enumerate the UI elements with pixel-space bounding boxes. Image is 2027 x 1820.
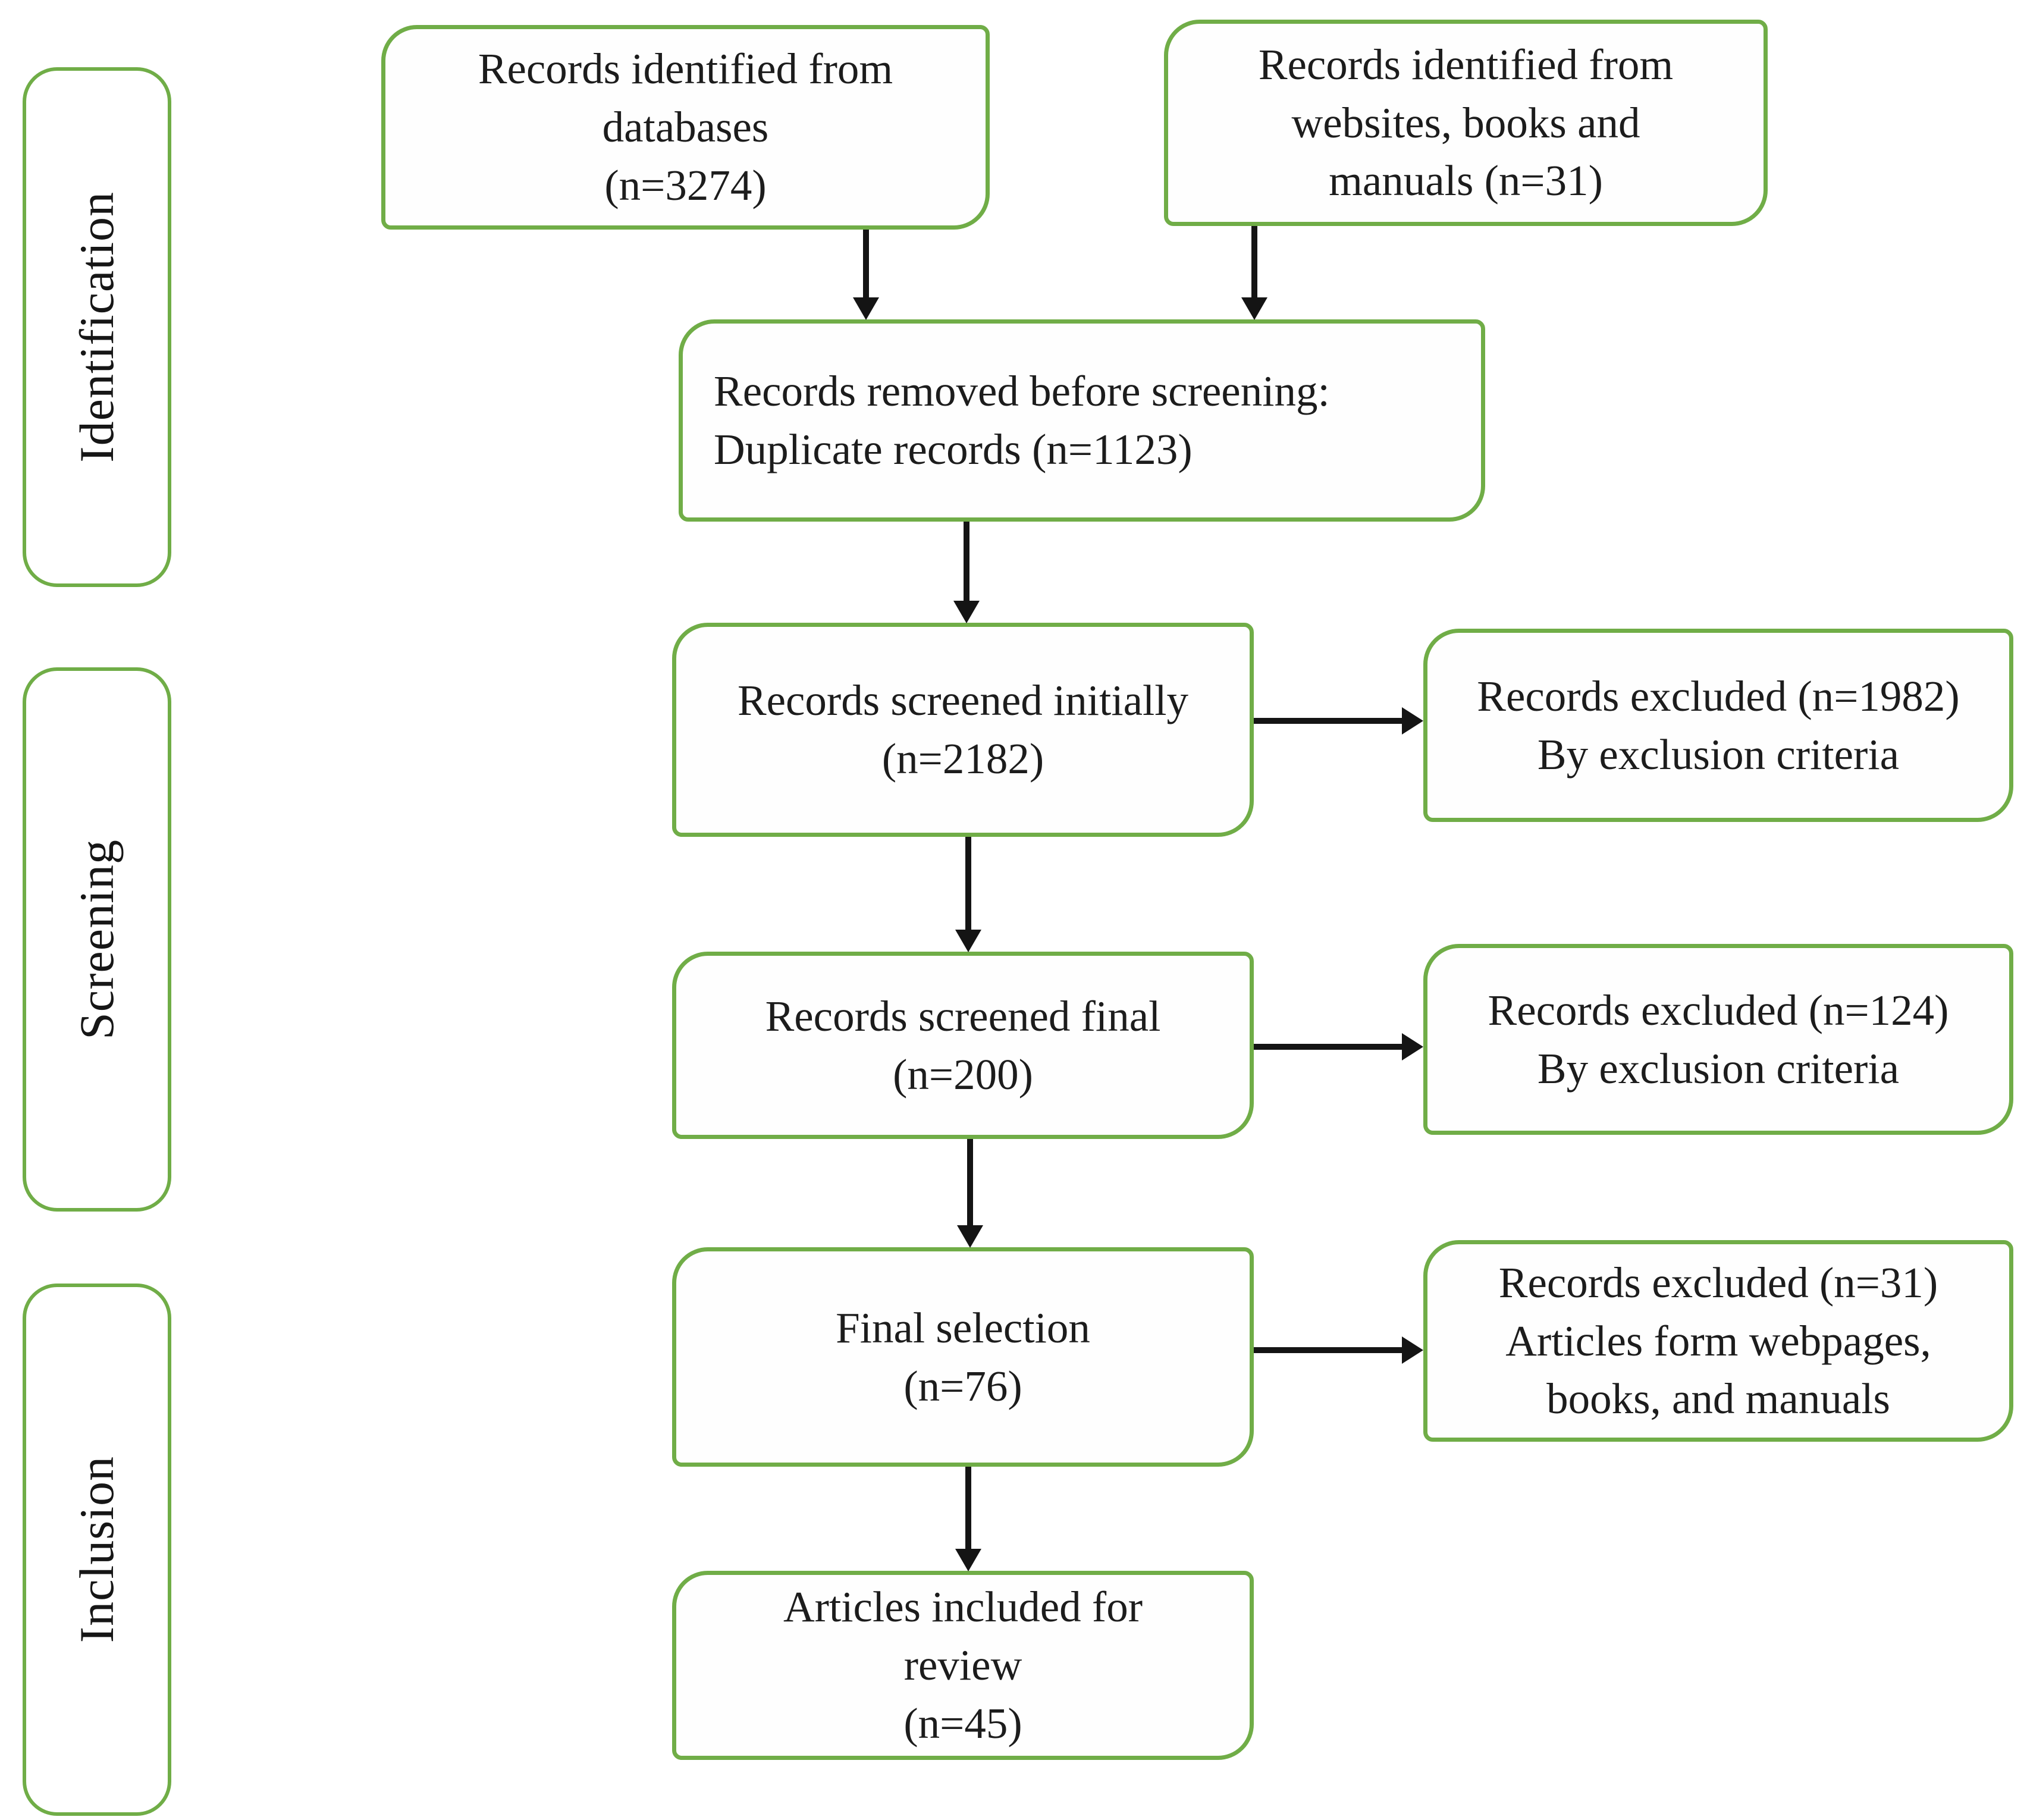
arrow-screened-initial-to-excluded-1982-head (1402, 707, 1423, 735)
box-records-identified-databases: Records identified from databases (n=327… (381, 25, 990, 230)
arrow-databases-to-removed (863, 230, 869, 300)
box-articles-included-for-review: Articles included for review (n=45) (672, 1571, 1254, 1760)
box-records-screened-initially: Records screened initially (n=2182) (672, 623, 1254, 837)
stage-label-inclusion: Inclusion (70, 1456, 124, 1643)
box-line: By exclusion criteria (1537, 1044, 1900, 1093)
arrow-screened-final-to-excluded-124-head (1402, 1033, 1423, 1060)
arrow-removed-to-screened-initial (964, 522, 969, 603)
box-line: By exclusion criteria (1537, 730, 1900, 779)
arrow-screened-initial-to-screened-final (965, 837, 971, 932)
stage-box-inclusion: Inclusion (23, 1284, 171, 1816)
box-line: Records removed before screening: (714, 367, 1330, 416)
box-line: (n=200) (893, 1050, 1033, 1099)
arrow-screened-final-to-final-selection (967, 1139, 973, 1228)
arrow-databases-to-removed-head (853, 297, 879, 320)
box-final-selection: Final selection (n=76) (672, 1247, 1254, 1467)
stage-label-identification: Identification (70, 192, 124, 463)
box-line: websites, books and (1291, 98, 1640, 147)
box-line: review (903, 1641, 1022, 1690)
box-line: Records excluded (n=1982) (1477, 671, 1960, 720)
stage-box-screening: Screening (23, 667, 171, 1212)
arrow-final-selection-to-excluded-31-head (1402, 1336, 1423, 1364)
box-line: Records excluded (n=124) (1488, 986, 1949, 1034)
box-line: Records identified from (478, 45, 893, 93)
arrow-final-selection-to-excluded-31 (1254, 1347, 1402, 1353)
box-line: (n=3274) (604, 161, 767, 209)
box-records-excluded-1982: Records excluded (n=1982) By exclusion c… (1423, 629, 2013, 822)
box-line: Articles included for (783, 1583, 1143, 1631)
stage-label-screening: Screening (70, 839, 124, 1040)
box-line: Final selection (836, 1303, 1090, 1352)
box-line: Records screened initially (737, 676, 1189, 725)
arrow-screened-initial-to-screened-final-head (955, 930, 981, 952)
box-records-excluded-31: Records excluded (n=31) Articles form we… (1423, 1240, 2013, 1442)
box-line: manuals (n=31) (1329, 156, 1603, 205)
box-line: Records identified from (1258, 40, 1674, 89)
box-line: books, and manuals (1546, 1375, 1890, 1423)
box-line: Records screened final (765, 991, 1161, 1040)
box-line: Records excluded (n=31) (1498, 1258, 1938, 1307)
arrow-websites-to-removed (1251, 226, 1257, 300)
box-records-screened-final: Records screened final (n=200) (672, 952, 1254, 1139)
box-line: databases (602, 103, 769, 152)
box-line: (n=2182) (881, 735, 1044, 783)
box-records-identified-websites: Records identified from websites, books … (1164, 20, 1768, 226)
box-records-removed-before-screening: Records removed before screening: Duplic… (679, 319, 1485, 522)
arrow-screened-final-to-final-selection-head (957, 1225, 983, 1248)
arrow-screened-final-to-excluded-124 (1254, 1044, 1402, 1050)
stage-box-identification: Identification (23, 67, 171, 587)
arrow-websites-to-removed-head (1241, 297, 1267, 320)
box-line: (n=45) (903, 1699, 1022, 1747)
arrow-final-selection-to-included-head (955, 1549, 981, 1571)
arrow-final-selection-to-included (965, 1467, 971, 1551)
arrow-removed-to-screened-initial-head (953, 601, 980, 623)
box-line: Articles form webpages, (1505, 1316, 1931, 1365)
box-line: (n=76) (903, 1361, 1022, 1410)
box-records-excluded-124: Records excluded (n=124) By exclusion cr… (1423, 944, 2013, 1135)
box-line: Duplicate records (n=1123) (714, 425, 1193, 473)
arrow-screened-initial-to-excluded-1982 (1254, 718, 1402, 724)
